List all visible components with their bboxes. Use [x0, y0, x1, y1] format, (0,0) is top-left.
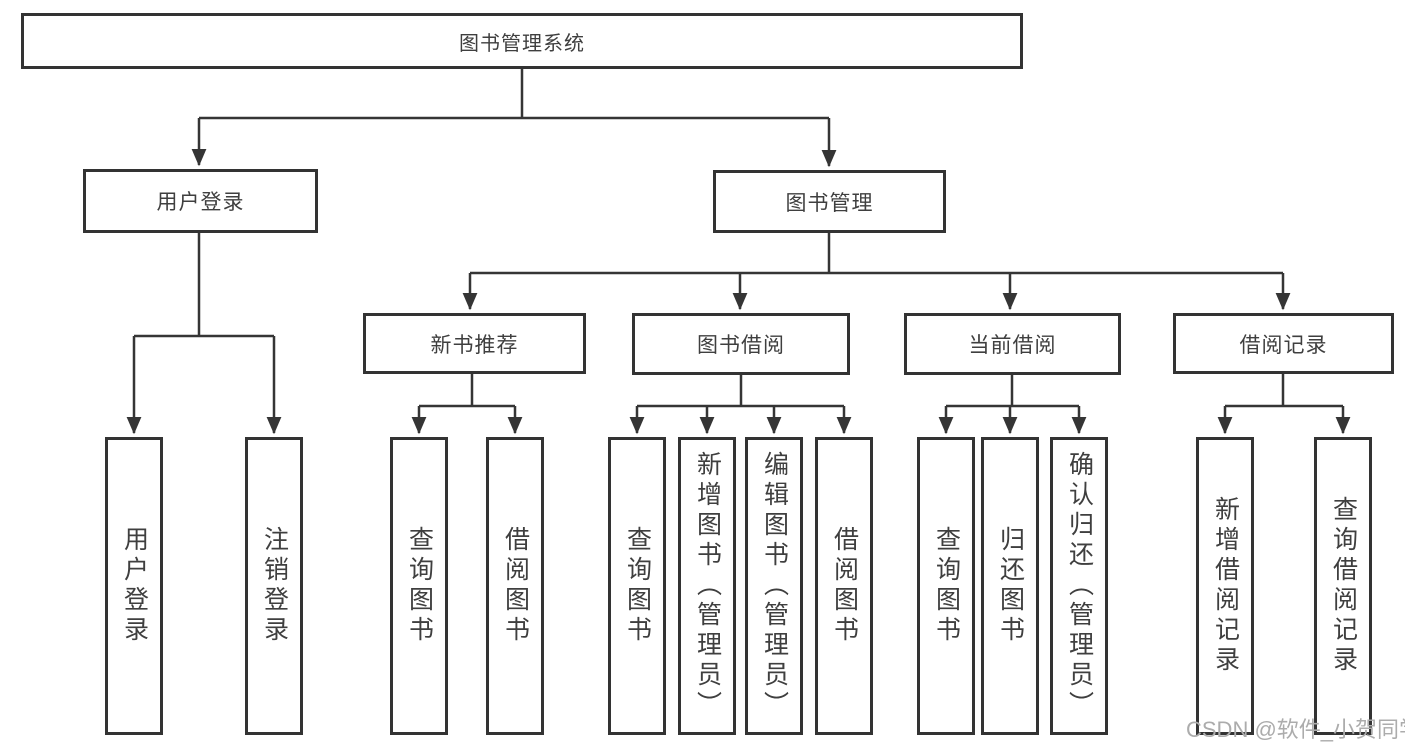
leaf-return-book: 归还图书 — [981, 437, 1039, 735]
node-new-book-recommendation: 新书推荐 — [363, 313, 586, 374]
node-library-management-system: 图书管理系统 — [21, 13, 1023, 69]
leaf-label: 新增图书（管理员） — [693, 451, 722, 721]
leaf-query-books-new: 查询图书 — [390, 437, 448, 735]
node-borrowing-records: 借阅记录 — [1173, 313, 1394, 374]
leaf-edit-book-admin: 编辑图书（管理员） — [745, 437, 803, 735]
leaf-confirm-return-admin: 确认归还（管理员） — [1050, 437, 1108, 735]
leaf-add-book-admin: 新增图书（管理员） — [678, 437, 736, 735]
node-book-management: 图书管理 — [713, 170, 946, 233]
leaf-borrow-books-new: 借阅图书 — [486, 437, 544, 735]
leaf-label: 查询借阅记录 — [1329, 496, 1358, 676]
leaf-logout: 注销登录 — [245, 437, 303, 735]
leaf-label: 注销登录 — [260, 526, 289, 646]
node-current-borrowing: 当前借阅 — [904, 313, 1121, 375]
node-book-borrowing: 图书借阅 — [632, 313, 850, 375]
leaf-user-login: 用户登录 — [105, 437, 163, 735]
leaf-label: 查询图书 — [623, 526, 652, 646]
leaf-add-borrow-record: 新增借阅记录 — [1196, 437, 1254, 735]
leaf-query-books-borrow: 查询图书 — [608, 437, 666, 735]
leaf-query-borrow-record: 查询借阅记录 — [1314, 437, 1372, 735]
leaf-label: 归还图书 — [996, 526, 1025, 646]
node-user-login: 用户登录 — [83, 169, 318, 233]
leaf-label: 查询图书 — [932, 526, 961, 646]
leaf-label: 编辑图书（管理员） — [760, 451, 789, 721]
leaf-label: 查询图书 — [405, 526, 434, 646]
leaf-label: 新增借阅记录 — [1211, 496, 1240, 676]
leaf-label: 借阅图书 — [501, 526, 530, 646]
leaf-label: 借阅图书 — [830, 526, 859, 646]
leaf-label: 确认归还（管理员） — [1065, 451, 1094, 721]
leaf-query-books-current: 查询图书 — [917, 437, 975, 735]
watermark: CSDN @软件_小贺同学 — [1186, 717, 1405, 742]
leaf-borrow-books: 借阅图书 — [815, 437, 873, 735]
leaf-label: 用户登录 — [120, 526, 149, 646]
